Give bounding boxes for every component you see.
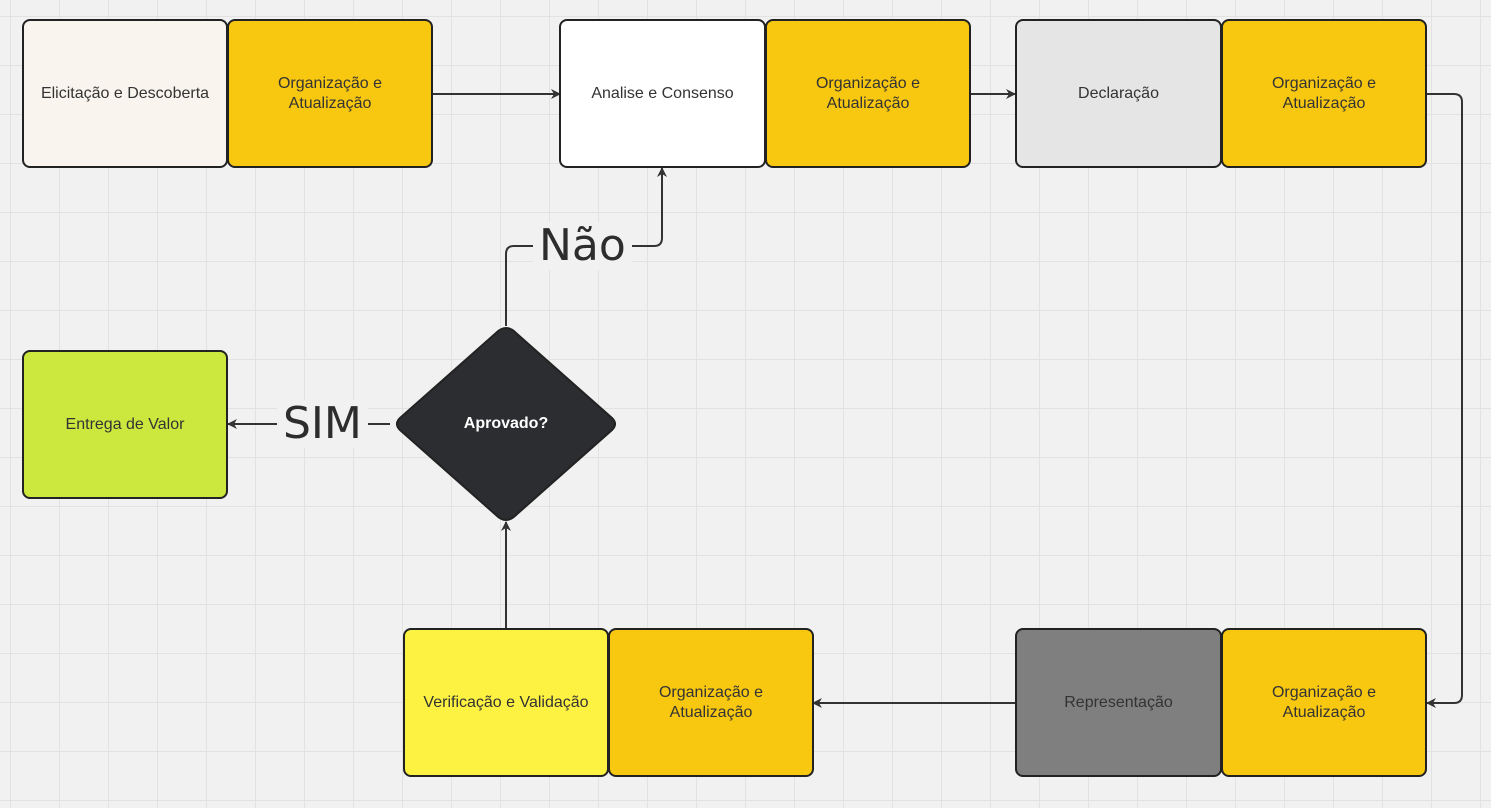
node-organizacao-4[interactable]: Organização e Atualização (1221, 628, 1427, 777)
node-organizacao-5[interactable]: Organização e Atualização (608, 628, 814, 777)
yes-edge-label: SIM (277, 400, 368, 448)
node-entrega-label: Entrega de Valor (65, 415, 185, 433)
node-declaracao[interactable]: Declaração (1015, 19, 1222, 168)
connector-org3-to-org4 (1426, 93, 1463, 708)
node-entrega[interactable]: Entrega de Valor (22, 350, 228, 499)
node-declaracao-label: Declaração (1078, 84, 1159, 102)
node-organizacao-3-label: Organização e Atualização (1271, 74, 1377, 112)
node-elicitacao-label: Elicitação e Descoberta (40, 84, 210, 102)
no-edge-label: Não (533, 222, 632, 270)
node-verificacao-label: Verificação e Validação (423, 693, 589, 711)
node-elicitacao[interactable]: Elicitação e Descoberta (22, 19, 228, 168)
decision-diamond[interactable] (396, 326, 616, 522)
node-analise-label: Analise e Consenso (591, 84, 734, 102)
node-representacao-label: Representação (1064, 693, 1173, 711)
node-organizacao-2[interactable]: Organização e Atualização (765, 19, 971, 168)
node-organizacao-4-label: Organização e Atualização (1271, 683, 1377, 721)
decision-label: Aprovado? (463, 415, 549, 432)
node-representacao[interactable]: Representação (1015, 628, 1222, 777)
node-organizacao-3[interactable]: Organização e Atualização (1221, 19, 1427, 168)
node-organizacao-5-label: Organização e Atualização (658, 683, 764, 721)
node-organizacao-2-label: Organização e Atualização (815, 74, 921, 112)
node-organizacao-1[interactable]: Organização e Atualização (227, 19, 433, 168)
node-verificacao[interactable]: Verificação e Validação (403, 628, 609, 777)
node-analise[interactable]: Analise e Consenso (559, 19, 766, 168)
node-organizacao-1-label: Organização e Atualização (277, 74, 383, 112)
